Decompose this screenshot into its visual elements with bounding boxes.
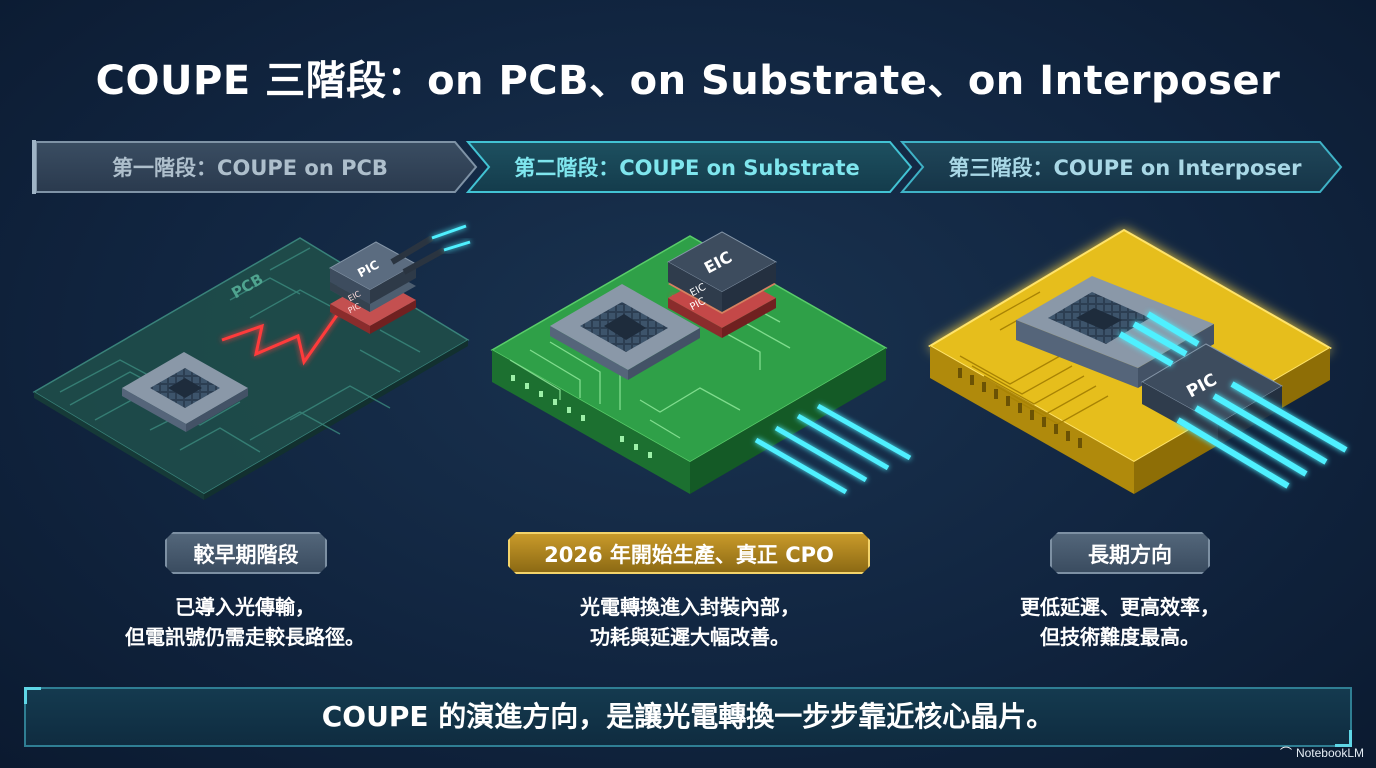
footer-corner-bottom-right bbox=[1335, 730, 1352, 747]
stage-1-badge: 較早期階段 bbox=[165, 532, 327, 574]
brand-watermark: ⌒NotebookLM bbox=[1280, 744, 1364, 761]
stage-1-label: 第一階段：COUPE on PCB bbox=[112, 156, 388, 180]
stage-2-desc-line-2: 功耗與延遲大幅改善。 bbox=[590, 625, 790, 649]
optical-fiber-icon bbox=[1118, 311, 1348, 489]
stage-2-substrate-illustration: EIC EIC PIC bbox=[490, 231, 912, 495]
stage-2-arrow bbox=[465, 141, 913, 193]
stage-2-badge: 2026 年開始生產、真正 CPO bbox=[508, 532, 870, 574]
summary-text: COUPE 的演進方向，是讓光電轉換一步步靠近核心晶片。 bbox=[321, 700, 1055, 733]
chip-icon bbox=[550, 284, 700, 380]
brand-name: NotebookLM bbox=[1295, 746, 1364, 760]
notebooklm-logo-icon: ⌒ bbox=[1279, 746, 1292, 760]
stage-2-desc-line-1: 光電轉換進入封裝內部， bbox=[580, 595, 800, 619]
stage-1-pcb-illustration: PCB PIC EIC PIC bbox=[32, 224, 471, 500]
stage-3-desc-line-2: 但技術難度最高。 bbox=[1040, 625, 1200, 649]
optical-fiber-icon bbox=[754, 403, 912, 495]
stage-1-desc-line-2: 但電訊號仍需走較長路徑。 bbox=[125, 625, 365, 649]
chip-icon bbox=[122, 352, 248, 432]
substrate-eic-pic-stack: EIC EIC PIC bbox=[666, 231, 778, 338]
stage-3-badge: 長期方向 bbox=[1050, 532, 1210, 574]
stage-1-description: 已導入光傳輸， 但電訊號仍需走較長路徑。 bbox=[90, 592, 400, 652]
stage-2-label: 第二階段：COUPE on Substrate bbox=[514, 156, 860, 180]
stage-3-label: 第三階段：COUPE on Interposer bbox=[948, 156, 1302, 180]
stage-2-description: 光電轉換進入封裝內部， 功耗與延遲大幅改善。 bbox=[530, 592, 850, 652]
stage-1-desc-line-1: 已導入光傳輸， bbox=[175, 595, 315, 619]
optical-fiber-icon bbox=[390, 224, 471, 275]
lightning-signal-icon bbox=[221, 307, 344, 366]
page-title: COUPE 三階段：on PCB、on Substrate、on Interpo… bbox=[95, 58, 1281, 104]
stage-3-desc-line-1: 更低延遲、更高效率， bbox=[1020, 595, 1220, 619]
stage-3-interposer-illustration: PIC bbox=[928, 228, 1348, 494]
pcb-optical-module: PIC EIC PIC bbox=[328, 241, 418, 334]
stage-3-description: 更低延遲、更高效率， 但技術難度最高。 bbox=[970, 592, 1270, 652]
summary-footer: COUPE 的演進方向，是讓光電轉換一步步靠近核心晶片。 bbox=[24, 687, 1352, 747]
footer-corner-top-left bbox=[24, 687, 41, 704]
stage-3-arrow bbox=[899, 141, 1343, 193]
